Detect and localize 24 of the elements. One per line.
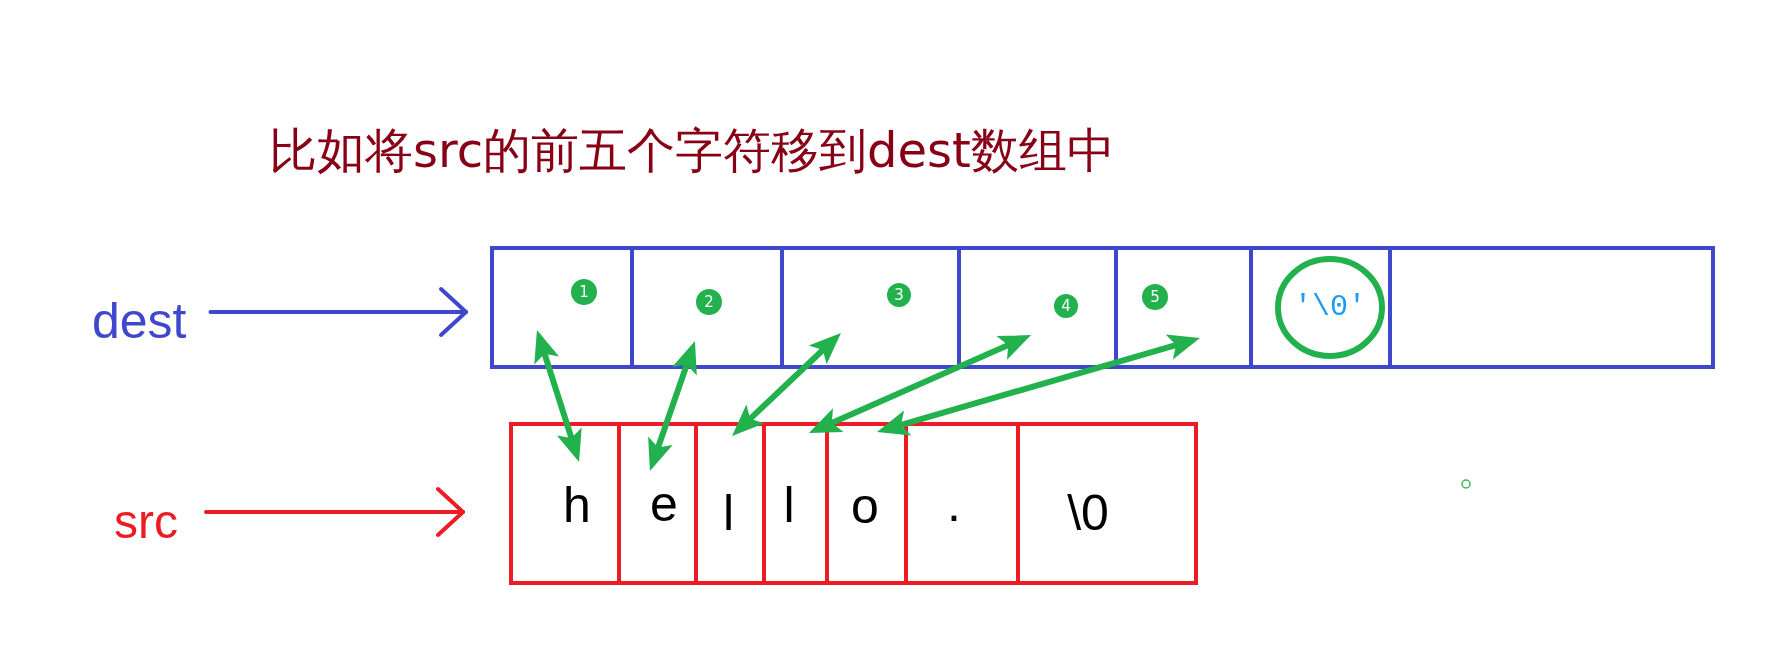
number-badge: 4: [1054, 294, 1078, 318]
double-headed-arrow: [534, 329, 582, 462]
number-badge: 2: [696, 289, 722, 315]
double-headed-arrow: [877, 334, 1200, 436]
arrow: [204, 487, 465, 537]
variable-name: src: [114, 494, 178, 550]
cell-character: .: [947, 475, 961, 533]
number-badge: 1: [571, 279, 597, 305]
cell-character: e: [650, 475, 678, 533]
number-badge: 5: [1142, 284, 1168, 310]
number-badge: 3: [887, 283, 911, 307]
cell-character: l: [783, 477, 795, 535]
diagram-title: 比如将src的前五个字符移到dest数组中: [269, 122, 1115, 180]
double-headed-arrow: [732, 332, 841, 436]
double-headed-arrow: [808, 335, 1032, 433]
double-headed-arrow: [648, 340, 697, 472]
cell-character: o: [851, 478, 879, 536]
char-literal: '\0': [1294, 290, 1366, 325]
cell-character: h: [563, 477, 591, 535]
highlight-circle: [1275, 256, 1385, 359]
cell-character: l: [722, 485, 735, 543]
cell-character: \0: [1067, 485, 1109, 543]
variable-name: dest: [92, 293, 187, 351]
arrow: [208, 287, 468, 337]
